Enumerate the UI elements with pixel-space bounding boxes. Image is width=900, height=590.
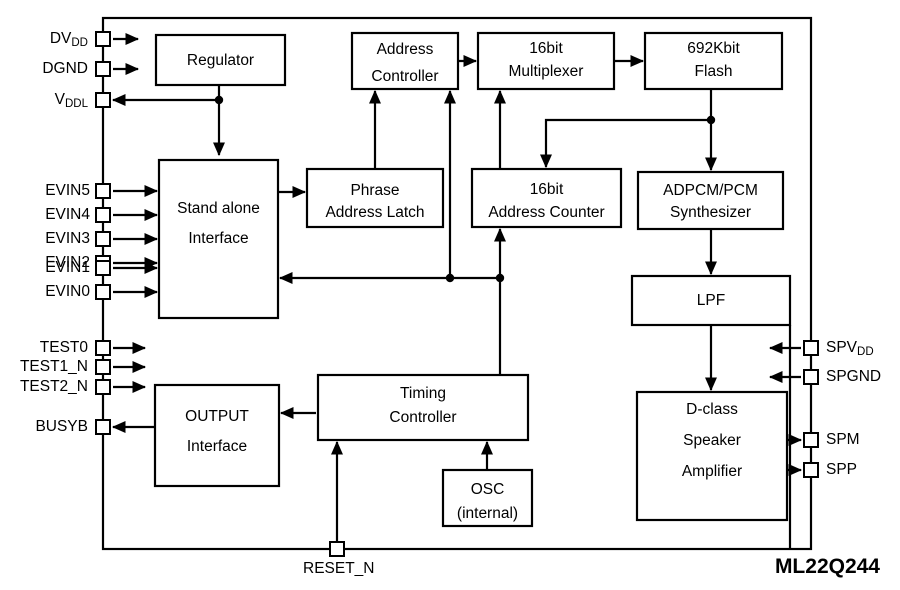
block-label-osc-line1: OSC	[471, 481, 505, 498]
pin-label-dgnd: DGND	[42, 60, 88, 77]
pin-spm[interactable]: SPM	[803, 431, 860, 448]
block-multiplexer: 16bit Multiplexer	[476, 31, 616, 91]
pin-evin1[interactable]: EVIN1	[45, 259, 111, 276]
pin-evin3[interactable]: EVIN3	[45, 230, 111, 247]
pin-dgnd[interactable]: DGND	[42, 60, 111, 77]
wire-flash-to-addrcounter	[539, 118, 711, 169]
junction-bus-450	[445, 273, 455, 283]
block-adpcm-pcm-synthesizer: ADPCM/PCM Synthesizer	[636, 170, 785, 231]
pin-evin0[interactable]: EVIN0	[45, 283, 111, 300]
block-label-timing-line1: Timing	[400, 385, 446, 402]
pin-label-evin5: EVIN5	[45, 182, 90, 199]
block-label-address-controller-line1: Address	[377, 41, 434, 58]
block-output-interface: OUTPUT Interface	[153, 383, 281, 488]
block-label-synth-line2: Synthesizer	[670, 204, 751, 221]
pin-test1-n[interactable]: TEST1_N	[20, 358, 111, 375]
pin-label-evin4: EVIN4	[45, 206, 90, 223]
pin-label-spvdd: SPVDD	[826, 339, 874, 358]
block-label-amp-line3: Amplifier	[682, 463, 742, 480]
pin-spgnd[interactable]: SPGND	[803, 368, 881, 385]
pin-spvdd[interactable]: SPVDD	[803, 339, 874, 358]
block-label-amp-line1: D-class	[686, 401, 738, 418]
pin-vddl[interactable]: VDDL	[55, 91, 111, 110]
block-phrase-address-latch: Phrase Address Latch	[305, 167, 445, 229]
pin-label-test0: TEST0	[40, 339, 89, 356]
pin-evin4[interactable]: EVIN4	[45, 206, 111, 223]
junction-regulator	[214, 95, 224, 105]
pin-test0[interactable]: TEST0	[40, 339, 111, 356]
block-label-amp-line2: Speaker	[683, 432, 741, 449]
block-regulator: Regulator	[154, 33, 287, 87]
block-d-class-amp: D-class Speaker Amplifier	[635, 390, 789, 522]
pin-label-test2-n: TEST2_N	[20, 378, 88, 395]
pin-label-evin1: EVIN1	[45, 259, 90, 276]
pin-label-vddl: VDDL	[55, 91, 89, 110]
pin-label-reset-n: RESET_N	[303, 560, 375, 577]
block-lpf: LPF	[630, 274, 792, 327]
blocks-layer: Regulator Address Controller 16bit Multi…	[153, 31, 792, 528]
block-label-lpf: LPF	[697, 292, 725, 309]
chip-outline	[101, 16, 813, 551]
block-label-stand-alone-line2: Interface	[188, 230, 248, 247]
block-label-stand-alone-line1: Stand alone	[177, 200, 260, 217]
pin-spp[interactable]: SPP	[803, 461, 857, 478]
pin-label-dvdd: DVDD	[50, 30, 88, 49]
pin-dvdd[interactable]: DVDD	[50, 30, 111, 49]
block-label-synth-line1: ADPCM/PCM	[663, 182, 758, 199]
pin-label-spgnd: SPGND	[826, 368, 881, 385]
block-label-flash-line1: 692Kbit	[687, 40, 740, 57]
block-address-counter: 16bit Address Counter	[470, 167, 623, 229]
block-label-address-counter-line1: 16bit	[530, 181, 564, 198]
block-osc: OSC (internal)	[441, 468, 534, 528]
pin-label-spp: SPP	[826, 461, 857, 478]
pin-label-evin2: EVIN2	[45, 254, 90, 271]
wiring-layer	[111, 32, 803, 549]
block-stand-alone-interface: Stand alone Interface	[157, 158, 280, 320]
pin-label-spm: SPM	[826, 431, 860, 448]
pins-layer: DVDD DGND VDDL EVIN5 EVIN4 EVIN3	[20, 30, 881, 577]
block-label-phrase-line1: Phrase	[350, 182, 399, 199]
block-label-regulator: Regulator	[187, 52, 254, 69]
pin-label-evin0: EVIN0	[45, 283, 90, 300]
block-label-output-line1: OUTPUT	[185, 408, 249, 425]
pin-busyb[interactable]: BUSYB	[35, 418, 111, 435]
pin-evin5[interactable]: EVIN5	[45, 182, 111, 199]
block-address-controller: Address Controller	[350, 31, 460, 91]
block-label-address-counter-line2: Address Counter	[488, 204, 604, 221]
block-label-flash-line2: Flash	[695, 63, 733, 80]
block-label-output-line2: Interface	[187, 438, 247, 455]
pin-label-busyb: BUSYB	[35, 418, 88, 435]
block-label-timing-line2: Controller	[389, 409, 456, 426]
block-label-multiplexer-line2: Multiplexer	[509, 63, 584, 80]
block-timing-controller: Timing Controller	[316, 373, 530, 442]
part-number-label: ML22Q244	[775, 555, 880, 578]
pin-label-test1-n: TEST1_N	[20, 358, 88, 375]
block-label-multiplexer-line1: 16bit	[529, 40, 563, 57]
pin-test2-n[interactable]: TEST2_N	[20, 378, 111, 395]
block-label-phrase-line2: Address Latch	[325, 204, 424, 221]
pin-reset-n[interactable]: RESET_N	[303, 541, 375, 577]
block-label-osc-line2: (internal)	[457, 505, 518, 522]
block-label-address-controller-line2: Controller	[371, 68, 438, 85]
pin-label-evin3: EVIN3	[45, 230, 90, 247]
block-flash: 692Kbit Flash	[643, 31, 784, 91]
